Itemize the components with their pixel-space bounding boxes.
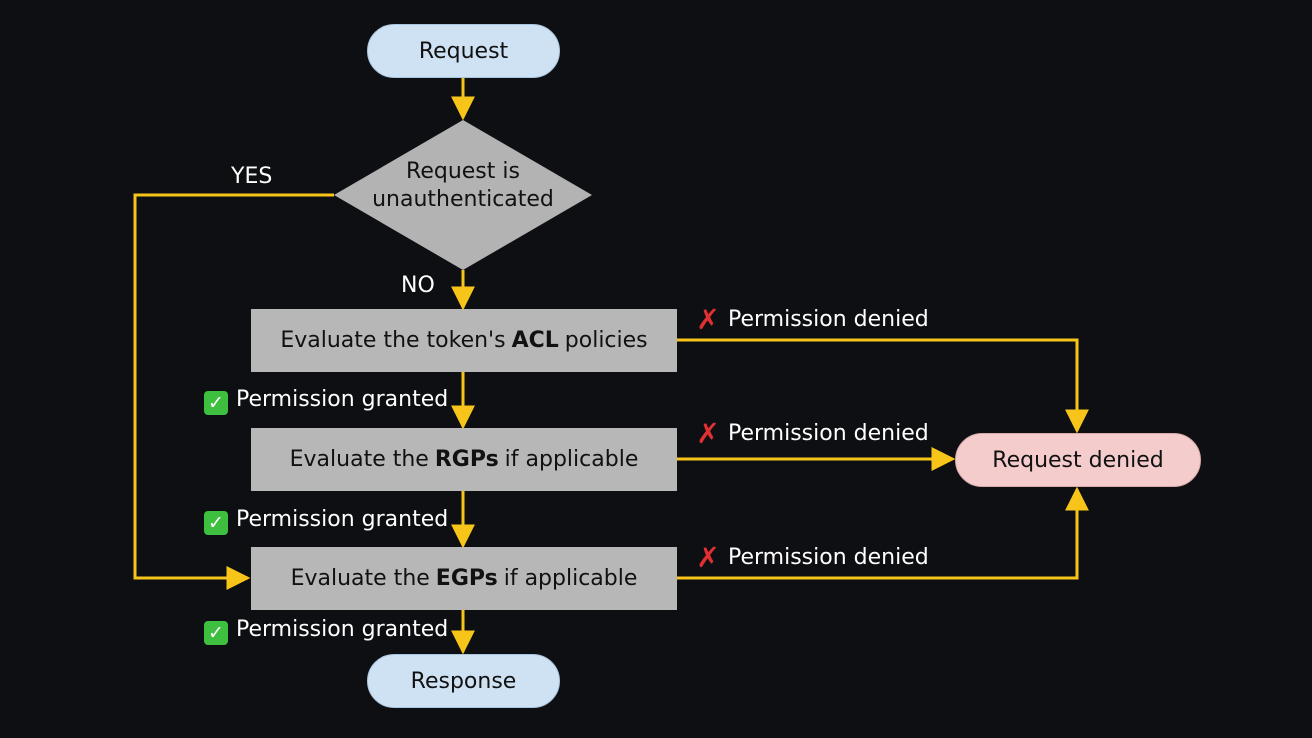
acl-denied-label: ✗ Permission denied (696, 303, 929, 336)
egp-text-before: Evaluate the (290, 566, 430, 591)
arrow-acl-denied (677, 338, 1089, 434)
decision-label-line1: Request is (406, 159, 520, 184)
acl-text-bold: ACL (511, 328, 559, 353)
rgp-text-bold: RGPs (434, 447, 499, 472)
egp-denied-label: ✗ Permission denied (696, 541, 929, 574)
egp-text-bold: EGPs (435, 566, 498, 591)
request-terminal-label: Request (418, 38, 509, 64)
cross-mark-icon: ✗ (696, 417, 720, 450)
response-terminal-label: Response (410, 668, 517, 694)
rgp-granted-text: Permission granted (236, 507, 449, 532)
check-mark-icon: ✓ (204, 511, 228, 535)
response-terminal: Response (367, 654, 560, 708)
check-mark-icon: ✓ (204, 391, 228, 415)
arrow-egp-denied (677, 486, 1089, 580)
yes-label: YES (231, 164, 273, 189)
acl-text-before: Evaluate the token's (280, 328, 506, 353)
no-label: NO (401, 273, 435, 298)
egp-evaluation-box: Evaluate the EGPs if applicable (251, 547, 677, 610)
rgp-text-before: Evaluate the (289, 447, 429, 472)
request-denied-terminal: Request denied (955, 433, 1201, 487)
acl-evaluation-box: Evaluate the token's ACL policies (251, 309, 677, 372)
decision-diamond (334, 120, 592, 270)
arrow-yes-bypass (133, 193, 334, 590)
decision-label-line2: unauthenticated (372, 187, 554, 212)
egp-denied-text: Permission denied (728, 545, 929, 570)
rgp-text-after: if applicable (504, 447, 639, 472)
check-mark-icon: ✓ (204, 621, 228, 645)
acl-text-after: policies (564, 328, 648, 353)
request-terminal: Request (367, 24, 560, 78)
egp-granted-text: Permission granted (236, 617, 449, 642)
egp-granted-label: ✓ Permission granted (204, 617, 448, 645)
rgp-evaluation-box: Evaluate the RGPs if applicable (251, 428, 677, 491)
acl-granted-label: ✓ Permission granted (204, 387, 448, 415)
rgp-denied-label: ✗ Permission denied (696, 417, 929, 450)
acl-granted-text: Permission granted (236, 387, 449, 412)
acl-denied-text: Permission denied (728, 307, 929, 332)
rgp-granted-label: ✓ Permission granted (204, 507, 448, 535)
cross-mark-icon: ✗ (696, 303, 720, 336)
decision-label: Request is unauthenticated (334, 158, 592, 214)
rgp-denied-text: Permission denied (728, 421, 929, 446)
cross-mark-icon: ✗ (696, 541, 720, 574)
request-denied-label: Request denied (992, 447, 1164, 473)
egp-text-after: if applicable (503, 566, 638, 591)
